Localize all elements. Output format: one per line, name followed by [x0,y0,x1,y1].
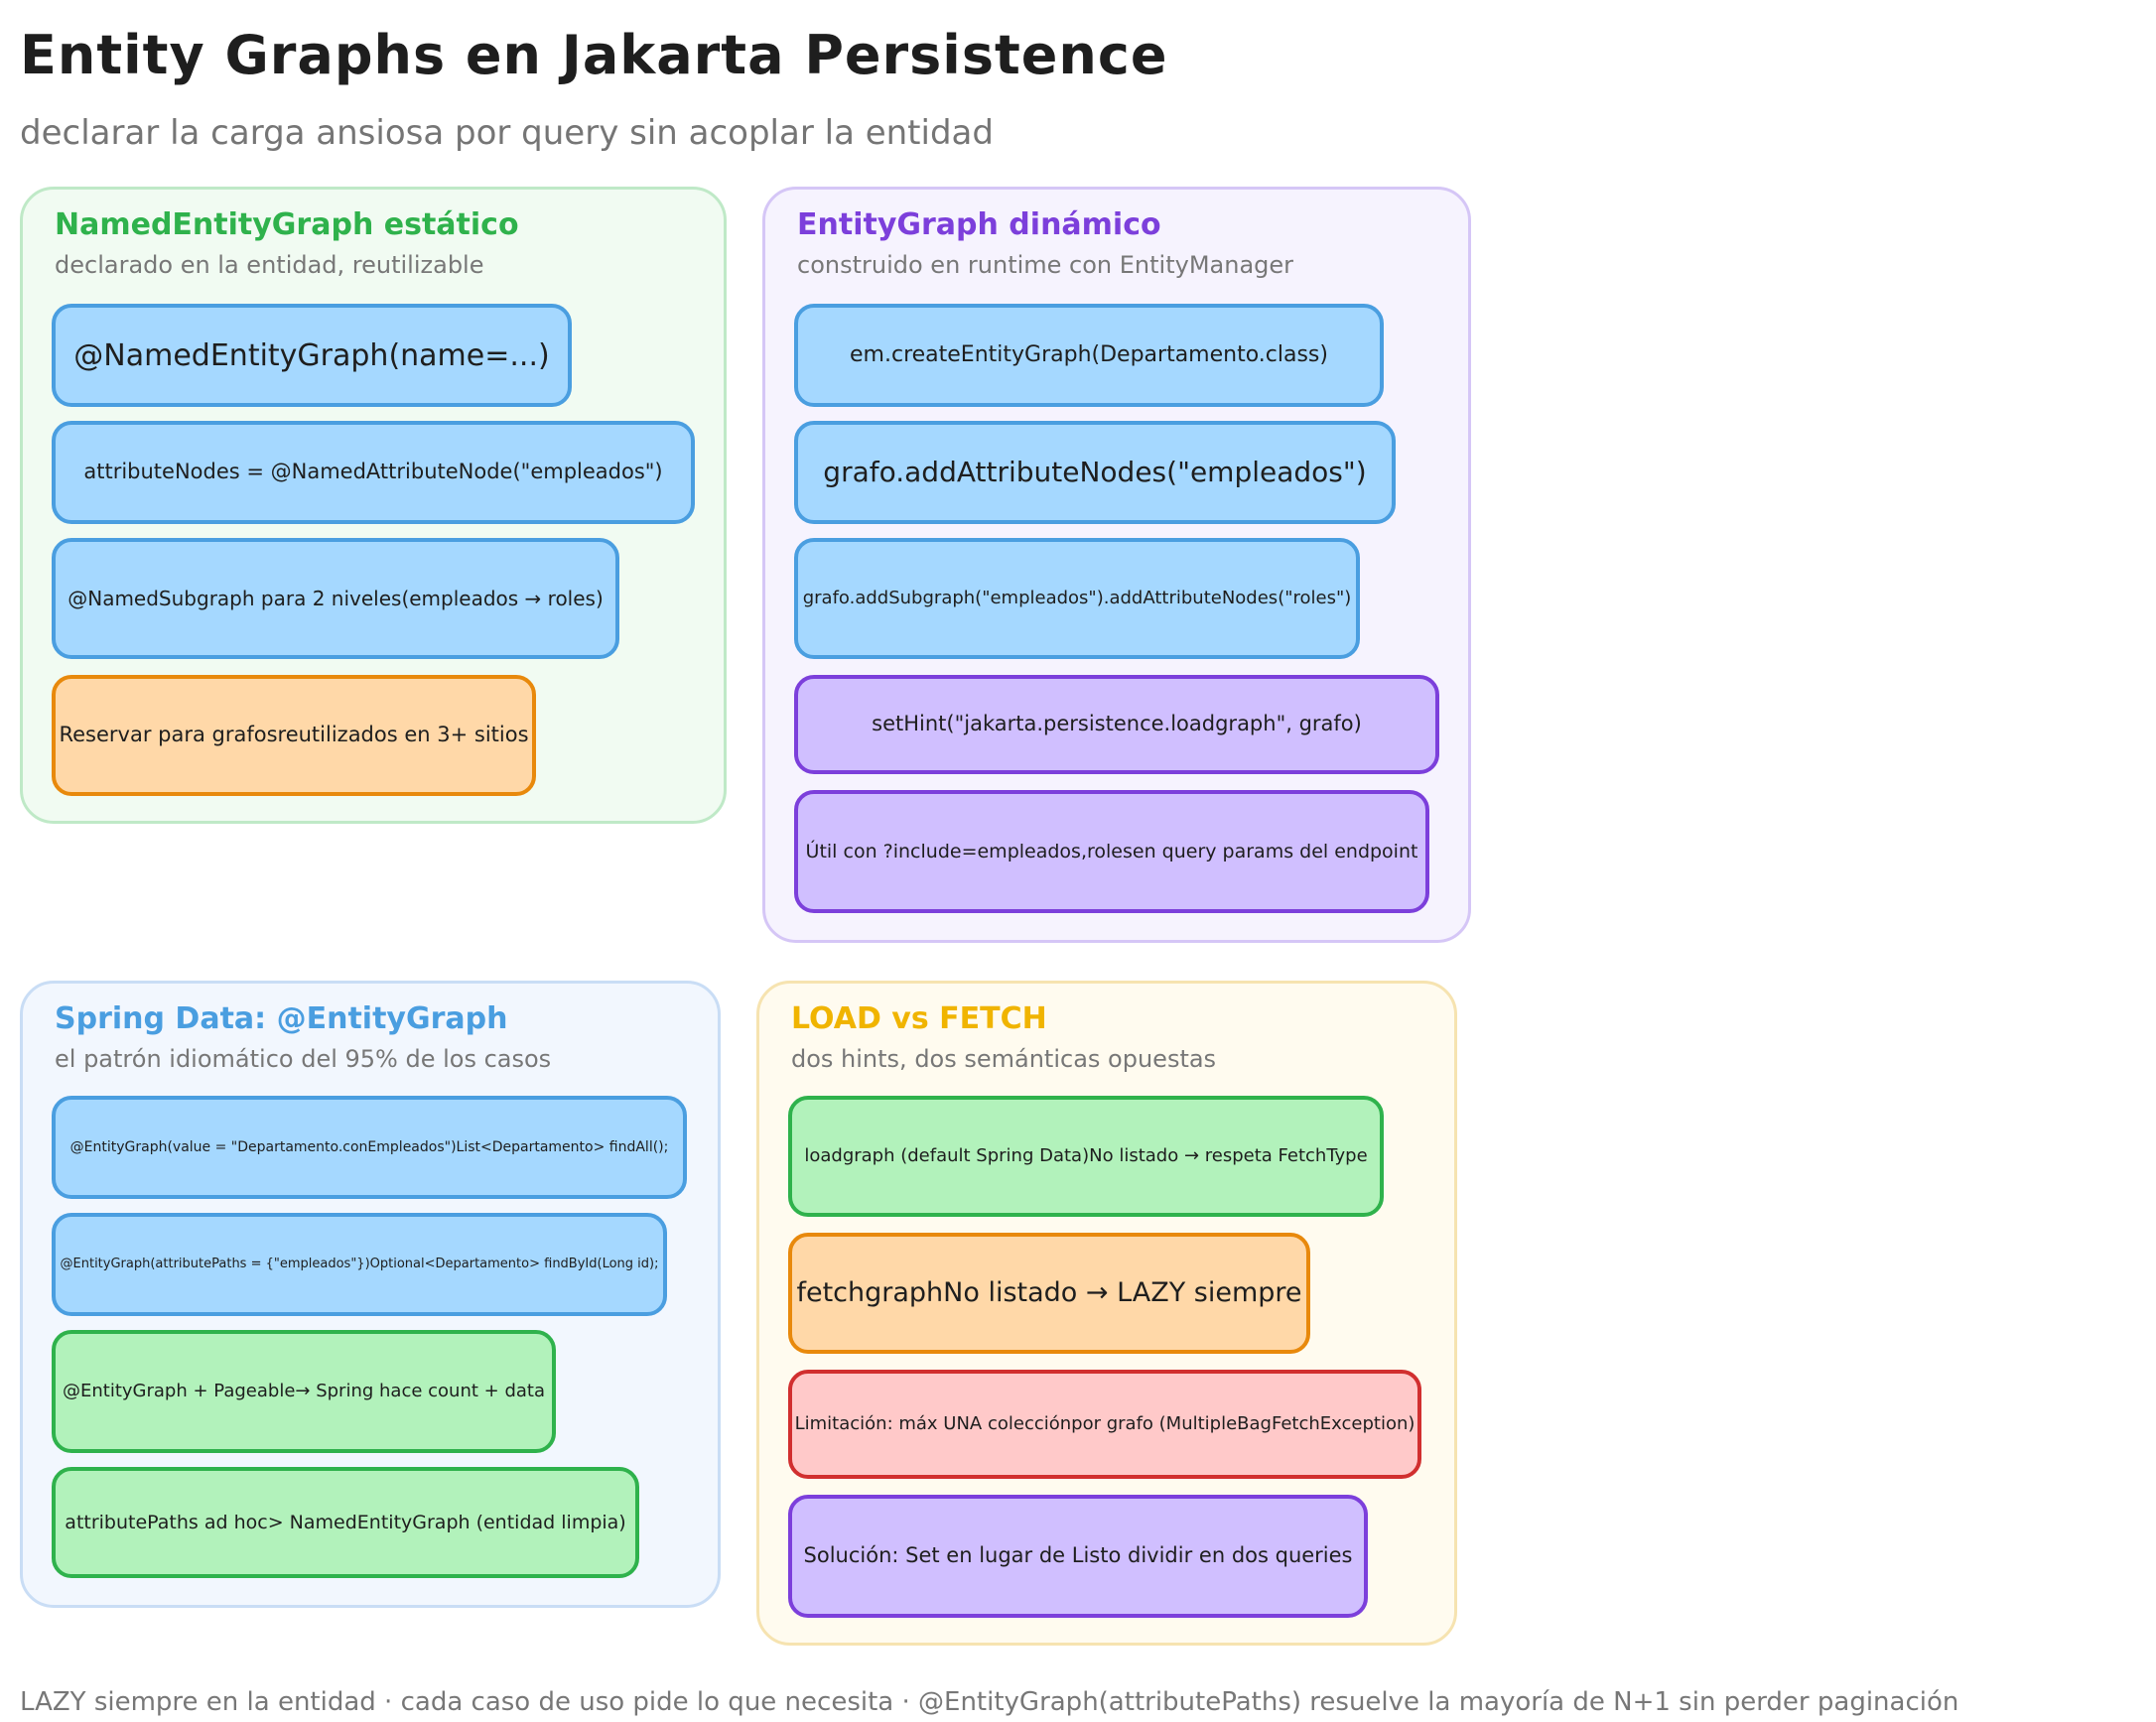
card-reservar-grafos: Reservar para grafos reutilizados en 3+ … [52,675,536,796]
page-subtitle: declarar la carga ansiosa por query sin … [20,113,994,153]
footer-summary: LAZY siempre en la entidad · cada caso d… [20,1687,1959,1717]
page-title: Entity Graphs en Jakarta Persistence [20,24,1168,86]
panel-title: Spring Data: @EntityGraph [55,1001,508,1036]
card-entity-graph-value: @EntityGraph(value = "Departamento.conEm… [52,1096,687,1199]
card-attribute-paths-ad-hoc: attributePaths ad hoc > NamedEntityGraph… [52,1467,639,1578]
card-entity-graph-pageable: @EntityGraph + Pageable → Spring hace co… [52,1330,556,1453]
card-create-entity-graph: em.createEntityGraph(Departamento.class) [794,304,1384,407]
card-fetchgraph: fetchgraph No listado → LAZY siempre [788,1233,1310,1354]
panel-description: el patrón idiomático del 95% de los caso… [55,1045,552,1073]
panel-title: NamedEntityGraph estático [55,207,519,242]
card-add-attribute-nodes: grafo.addAttributeNodes("empleados") [794,421,1396,524]
card-solucion: Solución: Set en lugar de List o dividir… [788,1495,1368,1618]
card-include-query-params: Útil con ?include=empleados,roles en que… [794,790,1429,913]
card-limitacion: Limitación: máx UNA colección por grafo … [788,1370,1421,1479]
card-set-hint-loadgraph: setHint("jakarta.persistence.loadgraph",… [794,675,1439,774]
card-add-subgraph: grafo.addSubgraph("empleados") .addAttri… [794,538,1360,659]
card-entity-graph-attribute-paths: @EntityGraph(attributePaths = {"empleado… [52,1213,667,1316]
panel-description: construido en runtime con EntityManager [797,251,1294,279]
panel-description: dos hints, dos semánticas opuestas [791,1045,1217,1073]
panel-description: declarado en la entidad, reutilizable [55,251,484,279]
card-loadgraph: loadgraph (default Spring Data) No lista… [788,1096,1384,1217]
card-named-subgraph: @NamedSubgraph para 2 niveles (empleados… [52,538,619,659]
card-named-entity-graph-annotation: @NamedEntityGraph(name=...) [52,304,572,407]
card-attribute-nodes: attributeNodes = @NamedAttributeNode("em… [52,421,695,524]
panel-title: EntityGraph dinámico [797,207,1161,242]
panel-title: LOAD vs FETCH [791,1001,1047,1036]
